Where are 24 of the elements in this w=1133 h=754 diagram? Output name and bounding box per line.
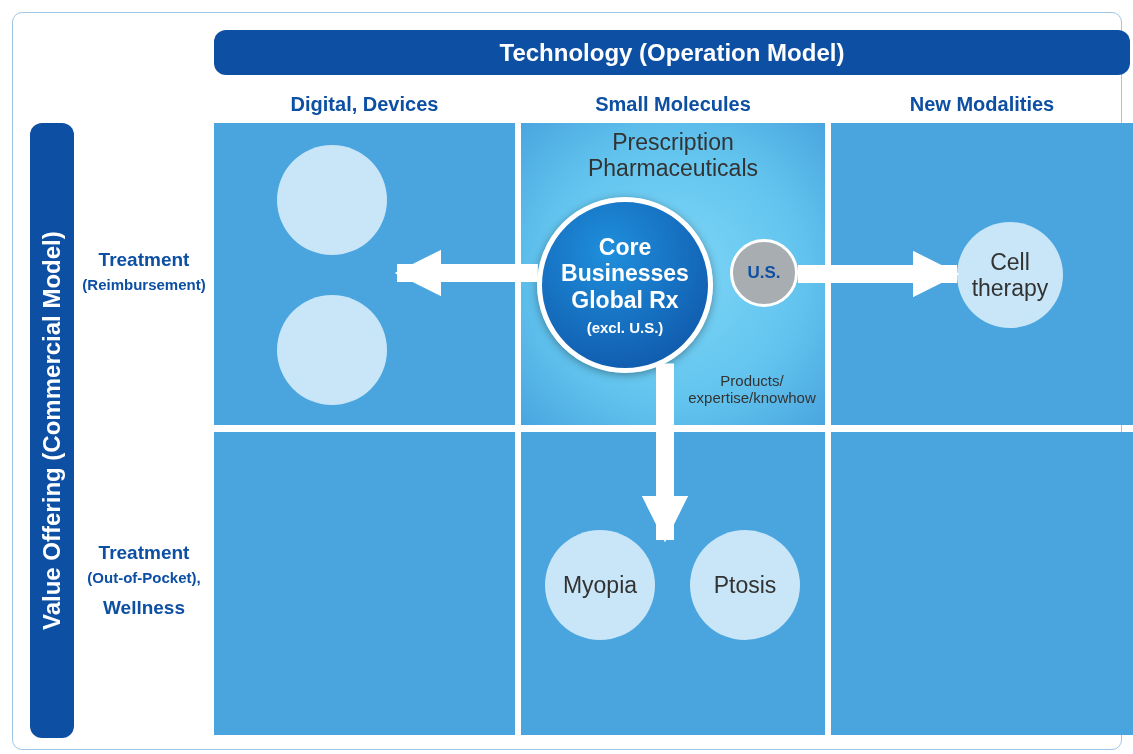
node-label: Myopia: [561, 571, 639, 599]
column-heading: New Modalities: [908, 93, 1056, 116]
node-label: Cell therapy: [970, 248, 1050, 302]
node-label: Technology (Operation Model): [499, 38, 845, 67]
column-heading: Digital, Devices: [289, 93, 440, 116]
column-heading: Small Molecules: [594, 93, 752, 116]
node-label: U.S.: [747, 263, 781, 283]
node-label: Prescription Pharmaceuticals: [587, 129, 759, 182]
node-label: Value Offering (Commercial Model): [38, 231, 66, 630]
arrow: [798, 250, 960, 298]
row-heading: (Reimbursement): [81, 276, 207, 293]
row-heading: Wellness: [102, 597, 186, 619]
edge-label: Products/ expertise/knowhow: [687, 372, 817, 407]
node-label: (excl. U.S.): [585, 319, 665, 337]
arrow: [641, 363, 689, 543]
header-band: [214, 30, 1130, 75]
side-band: [30, 123, 74, 738]
row-heading: Treatment: [97, 542, 191, 564]
node-label: Ptosis: [712, 571, 778, 599]
arrow: [394, 249, 538, 297]
highlight-panel: [521, 123, 825, 425]
row-heading: Treatment: [97, 249, 191, 271]
node-label: Core Businesses Global Rx: [560, 233, 690, 314]
row-heading: (Out-of-Pocket),: [86, 569, 202, 586]
